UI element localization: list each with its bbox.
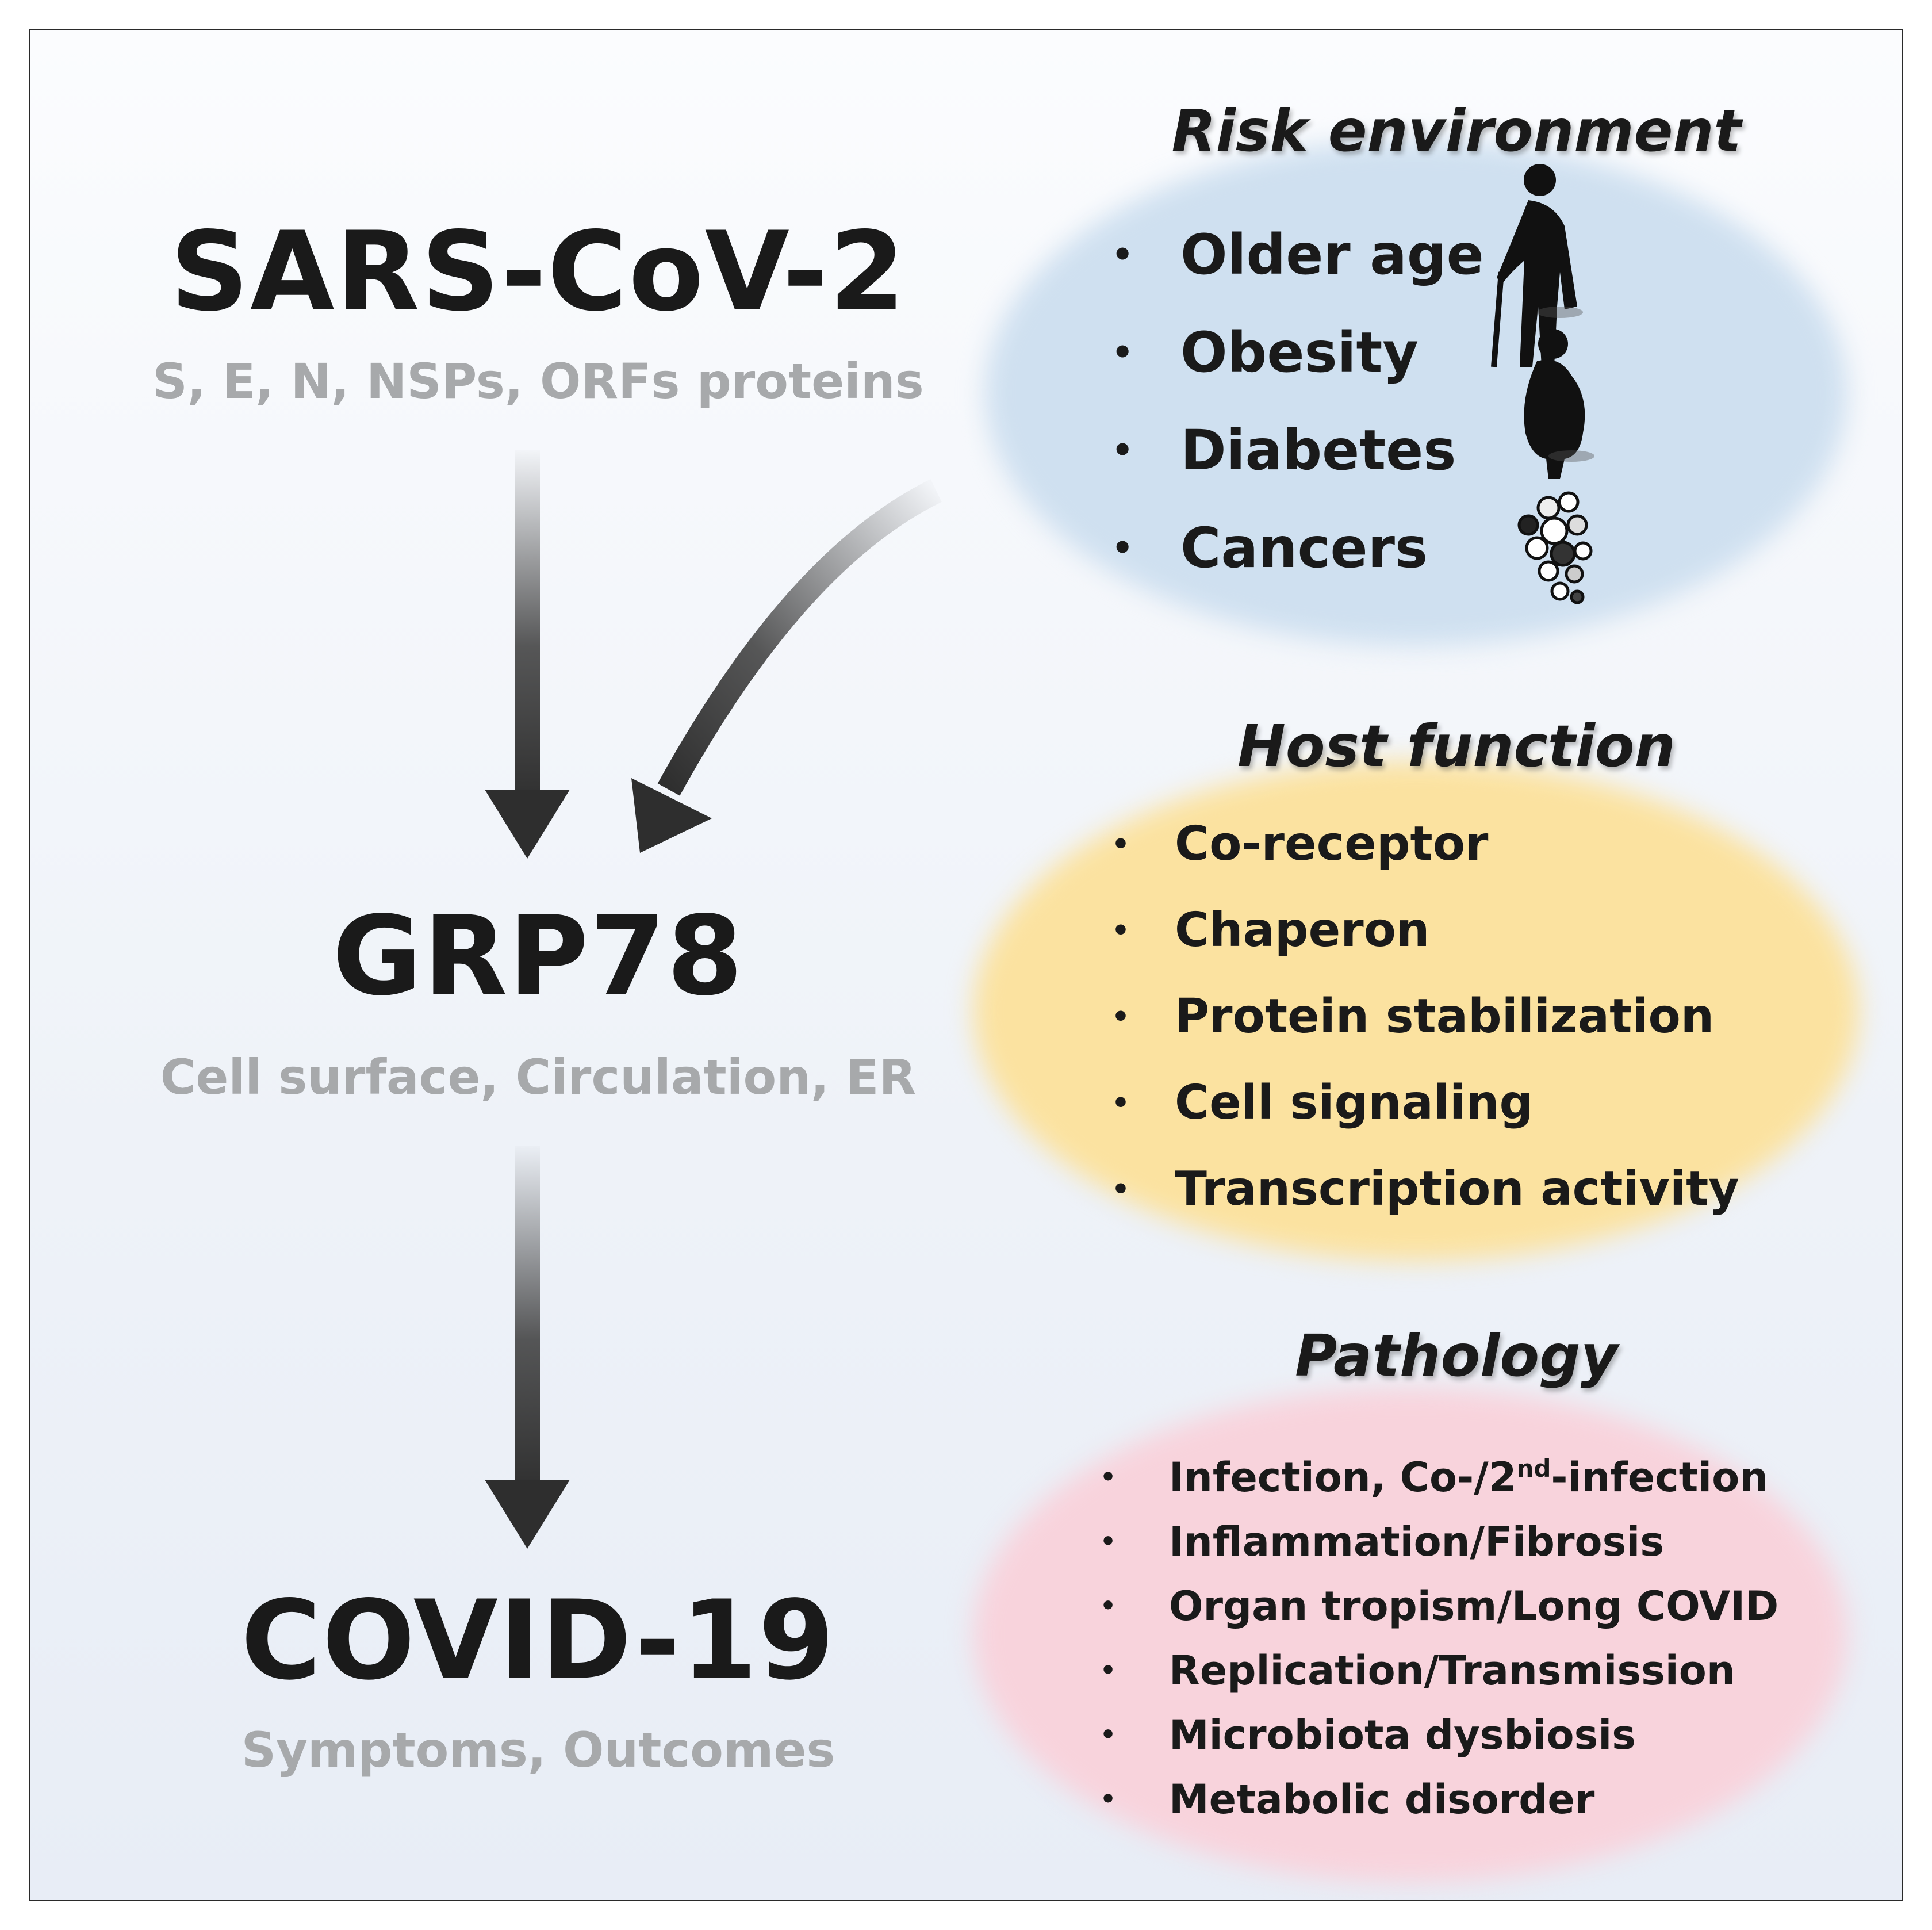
bullet: • [1111,1173,1130,1206]
bullet: • [1100,1591,1117,1621]
bullet: • [1111,1086,1130,1120]
risk-icons [1491,164,1594,604]
pathology-ellipse [973,1388,1847,1882]
virus-title: SARS-CoV-2 [170,208,907,335]
list-item: • Organ tropism/Long COVID [1100,1574,1778,1638]
bullet: • [1111,332,1134,373]
pathology-title: Pathology [1295,1322,1618,1389]
covid19-title: COVID-19 [240,1577,836,1704]
diagram-frame: SARS-CoV-2 S, E, N, NSPs, ORFs proteins … [29,29,1903,1901]
flow-arrows [485,450,942,1549]
bullet: • [1111,1000,1130,1033]
cancer-cells-icon [1517,491,1593,604]
bullet: • [1100,1462,1117,1492]
bullet: • [1100,1527,1117,1556]
virus-subtitle: S, E, N, NSPs, ORFs proteins [152,353,924,409]
bullet: • [1111,528,1134,568]
list-item: • Cancers [1111,499,1484,597]
arrow-virus-to-grp78 [485,450,570,859]
list-item: • Inflammation/Fibrosis [1100,1510,1778,1574]
host-function-ellipse [973,761,1859,1261]
list-item: • Chaperon [1111,887,1739,974]
risk-environment-title: Risk environment [1171,97,1742,164]
host-function-list: • Co-receptor • Chaperon • Protein stabi… [1111,801,1739,1232]
elderly-person-icon [1491,164,1583,367]
obese-person-icon [1524,329,1594,479]
list-item: • Transcription activity [1111,1146,1739,1232]
list-item: • Diabetes [1111,401,1484,499]
list-item: • Replication/Transmission [1100,1638,1778,1703]
bullet: • [1100,1656,1117,1685]
list-item: • Metabolic disorder [1100,1767,1778,1832]
arrow-risk-to-grp78 [631,479,942,853]
bullet: • [1100,1720,1117,1749]
list-item: • Cell signaling [1111,1060,1739,1146]
bullet: • [1111,430,1134,470]
covid19-subtitle: Symptoms, Outcomes [241,1722,835,1778]
grp78-title: GRP78 [332,893,744,1020]
bullet: • [1111,828,1130,861]
grp78-subtitle: Cell surface, Circulation, ER [160,1049,917,1105]
list-item: • Co-receptor [1111,801,1739,887]
arrow-grp78-to-covid19 [485,1146,570,1549]
list-item: • Infection, Co-/2nd-infection [1100,1445,1778,1510]
list-item: • Obesity [1111,304,1484,401]
list-item: • Protein stabilization [1111,974,1739,1060]
risk-environment-ellipse [985,140,1847,646]
bullet: • [1100,1785,1117,1814]
bullet: • [1111,914,1130,947]
host-function-title: Host function [1237,713,1676,780]
pathology-list: • Infection, Co-/2nd-infection • Inflamm… [1100,1445,1778,1832]
bullet: • [1111,235,1134,275]
risk-environment-list: • Older age • Obesity • Diabetes • Cance… [1111,206,1484,597]
list-item: • Older age [1111,206,1484,304]
list-item: • Microbiota dysbiosis [1100,1703,1778,1767]
